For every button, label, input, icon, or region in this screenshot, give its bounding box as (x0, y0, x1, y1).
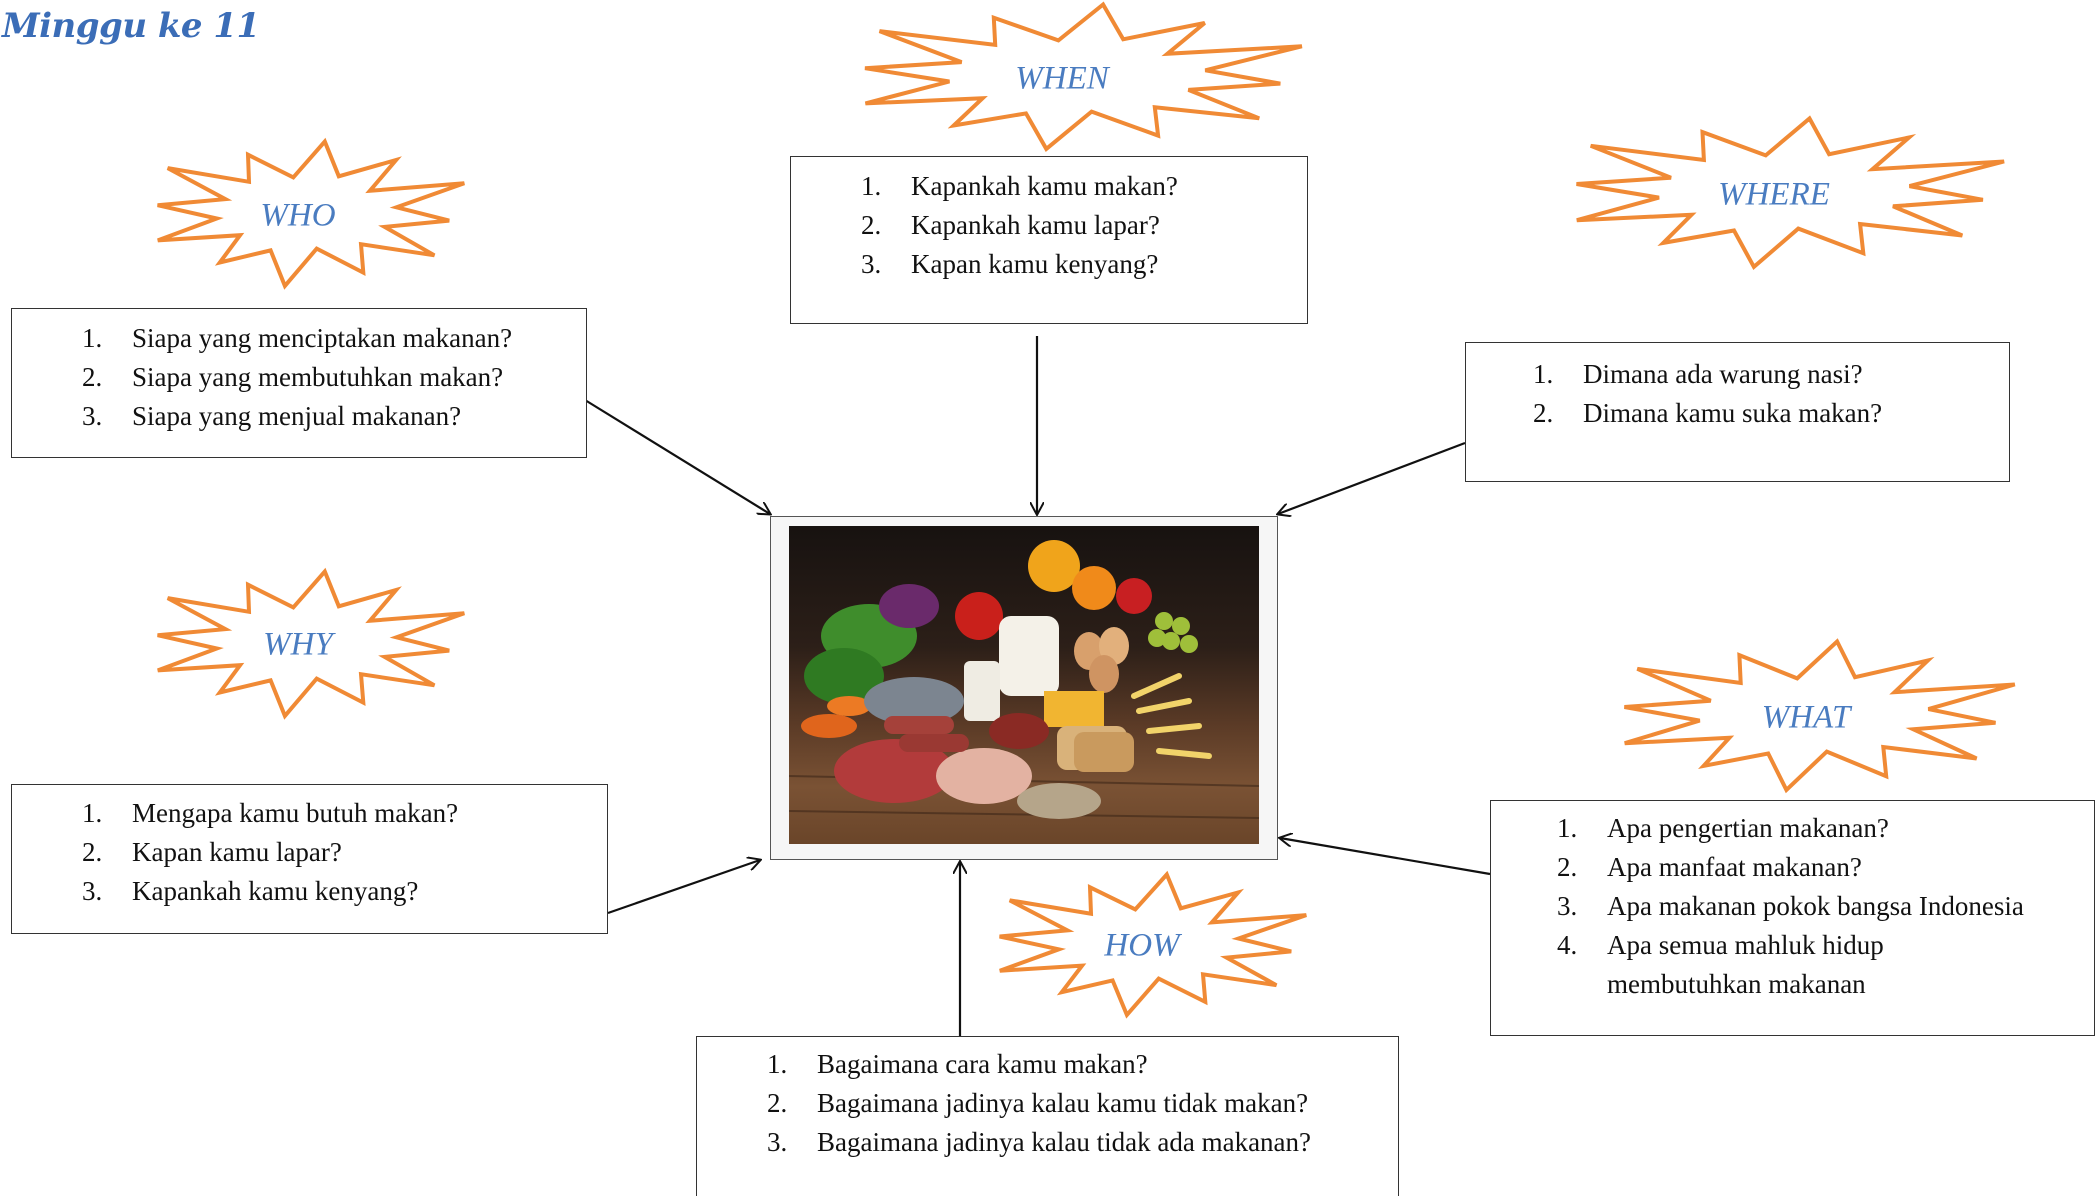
central-image-frame (770, 516, 1278, 860)
list-item: 2.Siapa yang membutuhkan makan? (82, 362, 504, 392)
list-item: 1.Dimana ada warung nasi? (1533, 359, 1863, 389)
list-item: 2.Kapan kamu lapar? (82, 837, 342, 867)
list-item: 1.Siapa yang menciptakan makanan? (82, 323, 513, 353)
burst-label-when: WHEN (1015, 60, 1109, 97)
arrow-why (607, 860, 760, 915)
list-item: 3.Kapankah kamu kenyang? (82, 876, 419, 906)
food-photo (789, 526, 1259, 844)
burst-label-why: WHY (263, 626, 333, 663)
arrow-who (584, 399, 770, 514)
list-item: 3.Kapan kamu kenyang? (861, 249, 1159, 279)
arrow-what (1280, 838, 1491, 876)
list-item: 2.Dimana kamu suka makan? (1533, 398, 1883, 428)
list-item: 1.Bagaimana cara kamu makan? (767, 1049, 1148, 1079)
list-item: 2.Kapankah kamu lapar? (861, 210, 1160, 240)
burst-shape-where (1576, 115, 2005, 271)
list-item: 1.Apa pengertian makanan? (1557, 813, 1889, 843)
list-item: 3.Siapa yang menjual makanan? (82, 401, 462, 431)
list-item: 1.Kapankah kamu makan? (861, 171, 1178, 201)
burst-label-what: WHAT (1761, 699, 1851, 736)
how-questions-box: 1.Bagaimana cara kamu makan? 2.Bagaimana… (696, 1036, 1399, 1196)
what-questions-box: 1.Apa pengertian makanan? 2.Apa manfaat … (1490, 800, 2095, 1036)
burst-label-who: WHO (260, 197, 336, 234)
list-item: 3.Apa makanan pokok bangsa Indonesia (1557, 891, 2024, 921)
page-title: Minggu ke 11 (2, 6, 260, 46)
list-item: 1.Mengapa kamu butuh makan? (82, 798, 459, 828)
burst-label-how: HOW (1104, 927, 1180, 964)
burst-shape-when (864, 1, 1303, 152)
when-questions-box: 1.Kapankah kamu makan? 2.Kapankah kamu l… (790, 156, 1308, 324)
why-questions-box: 1.Mengapa kamu butuh makan? 2.Kapan kamu… (11, 784, 608, 934)
list-item: 2.Bagaimana jadinya kalau kamu tidak mak… (767, 1088, 1309, 1118)
who-questions-box: 1.Siapa yang menciptakan makanan? 2.Siap… (11, 308, 587, 458)
where-questions-box: 1.Dimana ada warung nasi? 2.Dimana kamu … (1465, 342, 2010, 482)
burst-shape-what (1624, 638, 2016, 794)
burst-shape-who (157, 137, 465, 290)
list-item: 4.Apa semua mahluk hidup membutuhkan mak… (1557, 930, 1884, 999)
burst-label-where: WHERE (1718, 176, 1830, 213)
burst-shape-how (999, 870, 1307, 1019)
list-item: 3.Bagaimana jadinya kalau tidak ada maka… (767, 1127, 1312, 1157)
arrow-where (1278, 441, 1466, 514)
food-illustration (789, 540, 1259, 819)
burst-shape-why (157, 567, 465, 720)
list-item: 2.Apa manfaat makanan? (1557, 852, 1862, 882)
